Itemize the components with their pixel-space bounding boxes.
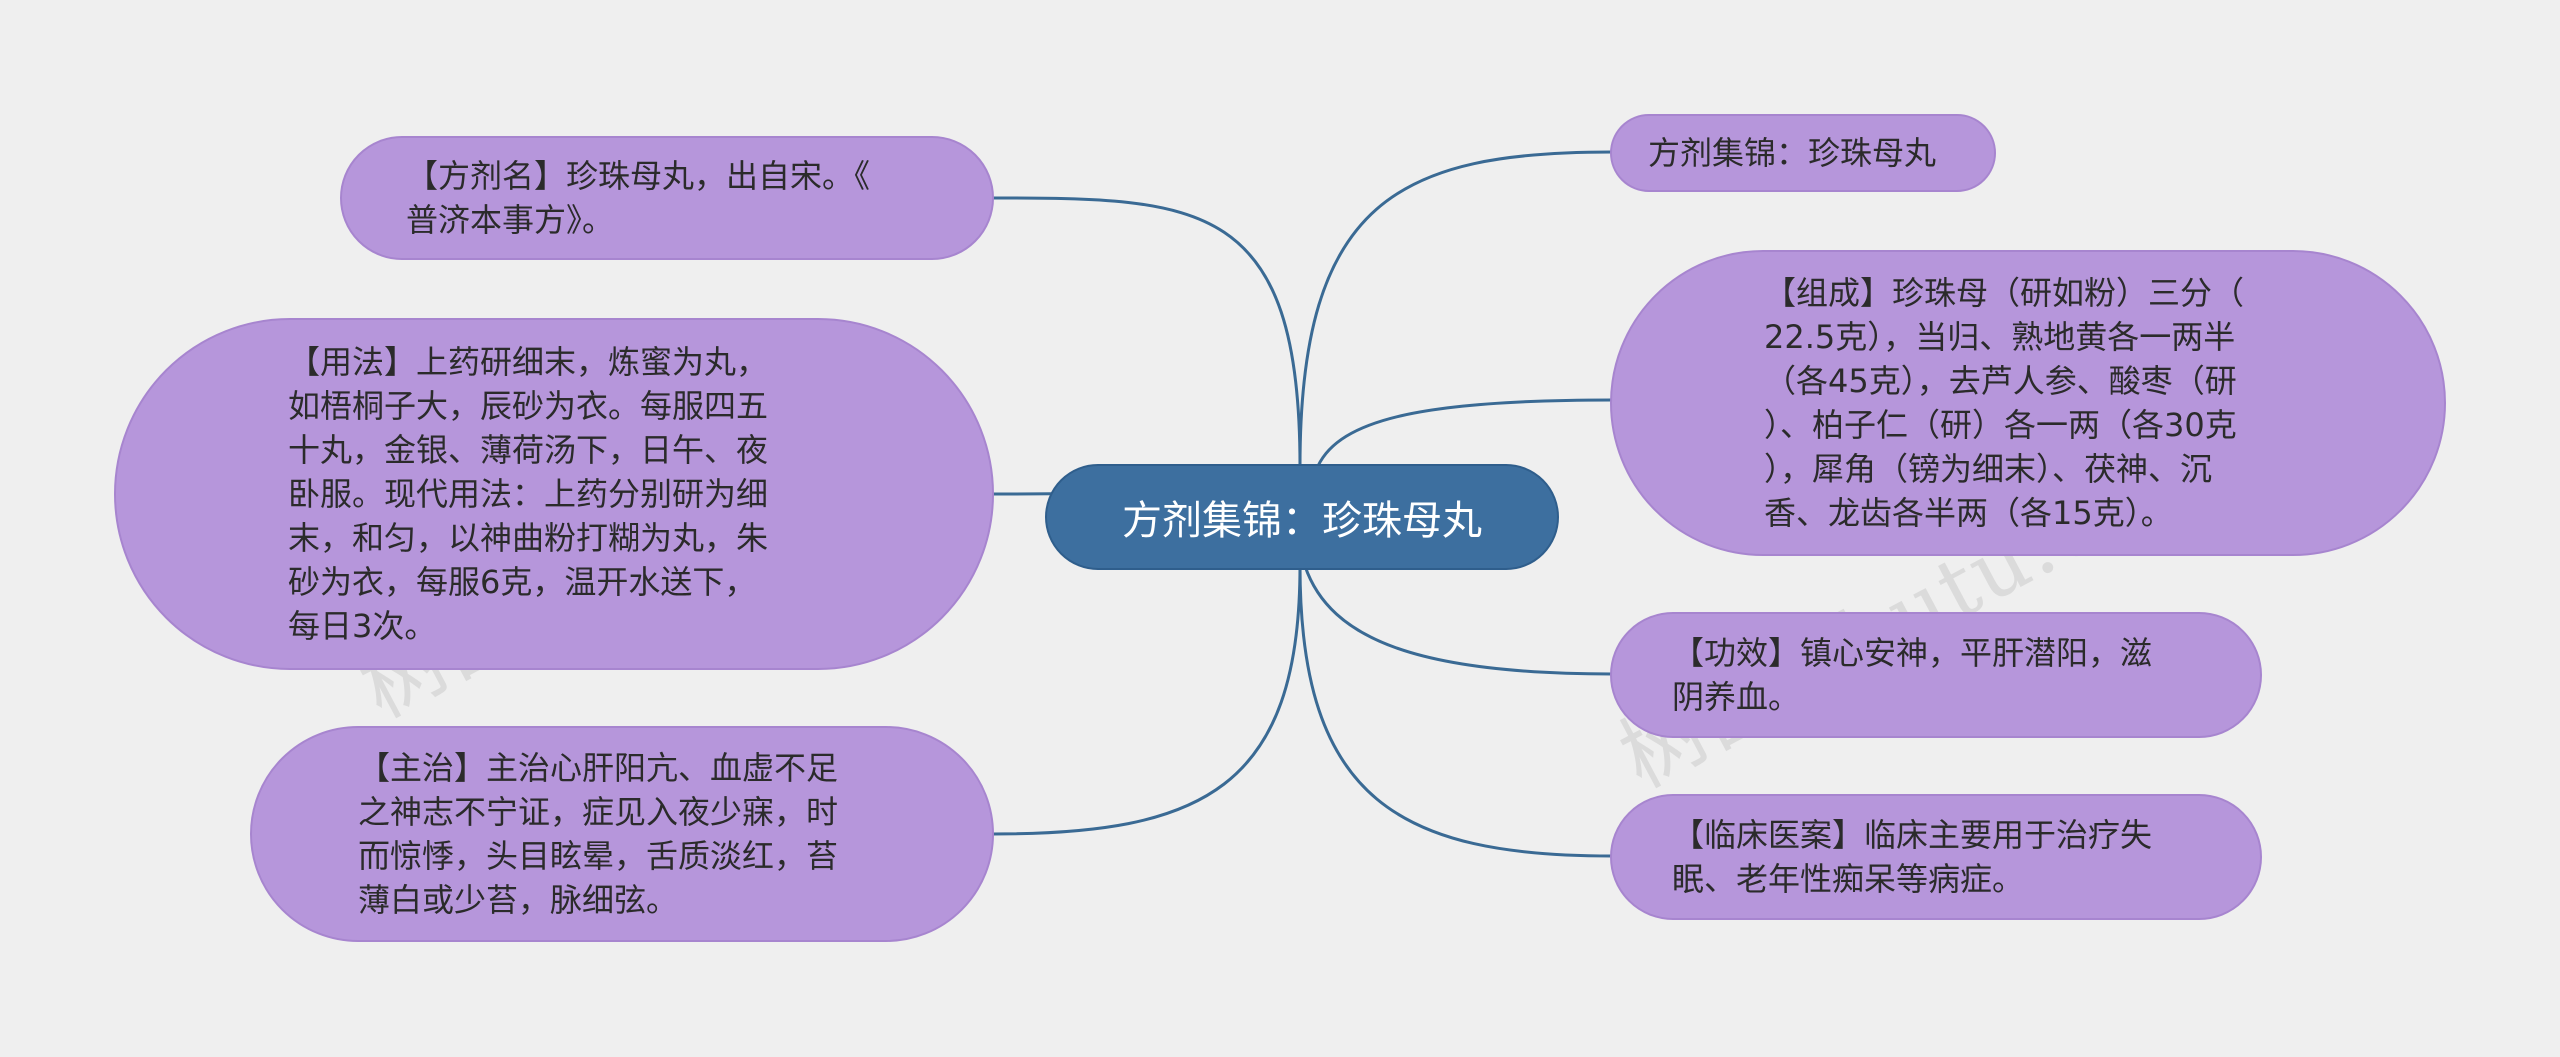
node-indication[interactable]: 【主治】主治心肝阳亢、血虚不足 之神志不宁证，症见入夜少寐，时 而惊悸，头目眩晕… xyxy=(250,726,994,942)
node-indication-text: 【主治】主治心肝阳亢、血虚不足 之神志不宁证，症见入夜少寐，时 而惊悸，头目眩晕… xyxy=(358,749,839,919)
node-clinical-text: 【临床医案】临床主要用于治疗失 眠、老年性痴呆等病症。 xyxy=(1672,816,2153,898)
link-right-clinical xyxy=(1298,565,1613,858)
node-usage[interactable]: 【用法】上药研细末，炼蜜为丸， 如梧桐子大，辰砂为衣。每服四五 十丸，金银、薄荷… xyxy=(114,318,994,670)
node-clinical[interactable]: 【临床医案】临床主要用于治疗失 眠、老年性痴呆等病症。 xyxy=(1610,794,2262,920)
link-right-effect xyxy=(1303,565,1613,676)
node-title[interactable]: 方剂集锦：珍珠母丸 xyxy=(1610,114,1996,192)
central-topic-label: 方剂集锦：珍珠母丸 xyxy=(1122,498,1482,544)
node-effect[interactable]: 【功效】镇心安神，平肝潜阳，滋 阴养血。 xyxy=(1610,612,2262,738)
node-effect-text: 【功效】镇心安神，平肝潜阳，滋 阴养血。 xyxy=(1672,634,2153,716)
central-topic[interactable]: 方剂集锦：珍珠母丸 xyxy=(1045,464,1559,570)
node-composition[interactable]: 【组成】珍珠母（研如粉）三分（ 22.5克），当归、熟地黄各一两半 （各45克）… xyxy=(1610,250,2446,556)
link-right-title xyxy=(1298,150,1613,467)
node-formula-name-text: 【方剂名】珍珠母丸，出自宋。《 普济本事方》。 xyxy=(406,157,871,239)
node-title-text: 方剂集锦：珍珠母丸 xyxy=(1648,134,1937,172)
node-formula-name[interactable]: 【方剂名】珍珠母丸，出自宋。《 普济本事方》。 xyxy=(340,136,994,260)
link-left-name xyxy=(992,196,1302,467)
node-composition-text: 【组成】珍珠母（研如粉）三分（ 22.5克），当归、熟地黄各一两半 （各45克）… xyxy=(1764,274,2245,532)
link-right-composition xyxy=(1316,398,1613,467)
node-usage-text: 【用法】上药研细末，炼蜜为丸， 如梧桐子大，辰砂为衣。每服四五 十丸，金银、薄荷… xyxy=(288,343,769,645)
link-left-indication xyxy=(992,565,1302,836)
